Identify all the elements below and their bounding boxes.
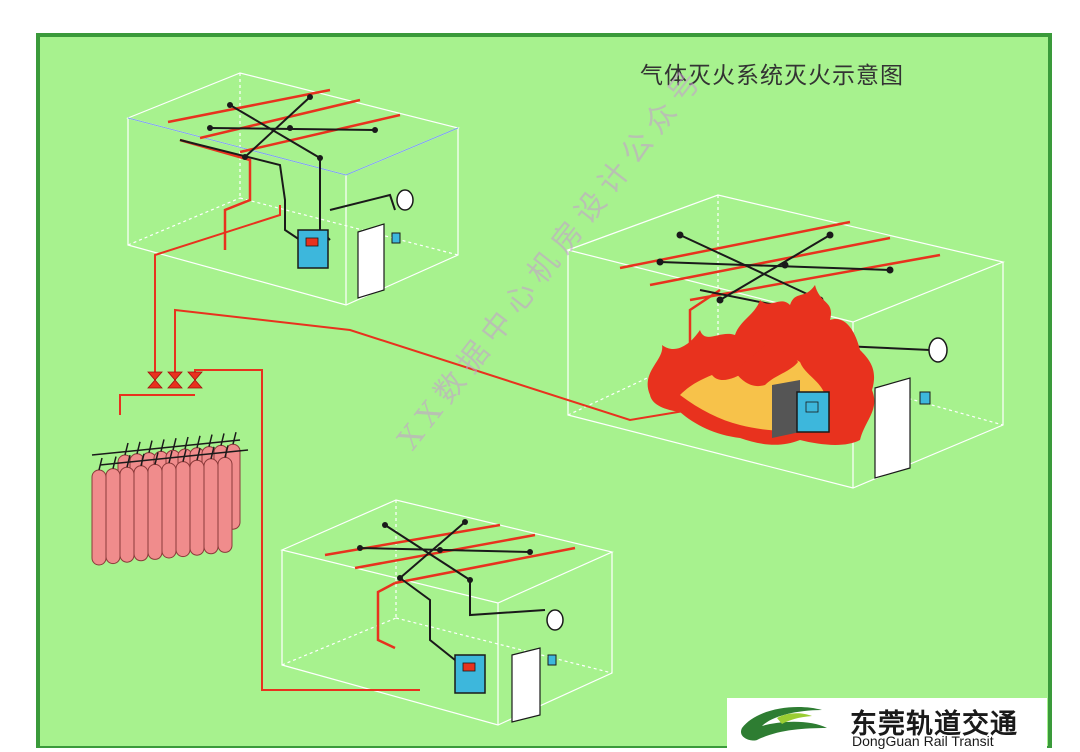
cylinder-valve-neck <box>124 442 129 456</box>
gas-cylinder <box>203 458 219 555</box>
gas-cylinder <box>175 461 191 558</box>
nozzles-top-left <box>207 94 378 161</box>
door-right <box>874 377 911 479</box>
flames-mid <box>735 340 798 387</box>
cylinder-valve-neck <box>208 434 213 447</box>
cylinder-valve-neck <box>98 457 103 471</box>
cylinder-valve-neck <box>232 432 237 445</box>
cylinder-valve-neck <box>184 436 189 450</box>
gas-cylinder <box>119 466 135 563</box>
control-panel-bottom <box>454 654 486 694</box>
cylinder-valve-neck <box>112 456 117 469</box>
selector-valves <box>147 371 203 389</box>
gas-cylinder <box>105 468 121 565</box>
server-cabinet <box>772 380 800 438</box>
pipes-bottom <box>324 523 576 650</box>
agent-cylinder-bank <box>91 432 249 566</box>
gas-cylinder <box>133 465 149 562</box>
door-top-left <box>357 223 385 299</box>
cylinder-valve-neck <box>160 439 165 452</box>
door-bottom <box>511 647 541 723</box>
cylinder-manifold <box>91 439 249 466</box>
nozzles-bottom <box>357 519 533 583</box>
gas-cylinder <box>217 456 233 553</box>
pipes-top-left <box>167 88 401 250</box>
cylinder-valve-neck <box>168 450 173 464</box>
cylinder-valve-neck <box>172 438 177 451</box>
cylinder-valve-neck <box>196 448 201 461</box>
cylinder-valve-neck <box>182 449 187 462</box>
cylinder-valve-neck <box>220 433 225 446</box>
detector-wires-bottom <box>359 521 546 661</box>
gas-cylinder <box>189 459 205 556</box>
room-bottom <box>280 499 614 726</box>
logo-area <box>727 698 1047 748</box>
cylinder-valve-neck <box>196 435 201 448</box>
control-panel-top-left <box>297 229 329 269</box>
cylinder-valve-neck <box>154 452 159 465</box>
cylinder-valve-neck <box>148 440 153 453</box>
gas-cylinder <box>91 469 107 566</box>
cylinder-valve-neck <box>210 446 215 459</box>
logo-name-cn: 东莞轨道交通 <box>850 709 1018 740</box>
logo-name-en: DongGuan Rail Transit <box>852 733 994 749</box>
logo-swirl-icon <box>740 707 827 741</box>
diagram-title: 气体灭火系统灭火示意图 <box>640 63 904 89</box>
gas-cylinder <box>147 463 163 560</box>
cylinder-valve-neck <box>136 441 141 454</box>
room-top-left-blue-edges <box>127 117 459 176</box>
cylinder-valve-neck <box>126 455 131 468</box>
cylinder-valve-neck <box>140 453 145 466</box>
gas-cylinder <box>161 462 177 559</box>
cylinder-valve-neck <box>224 445 229 458</box>
